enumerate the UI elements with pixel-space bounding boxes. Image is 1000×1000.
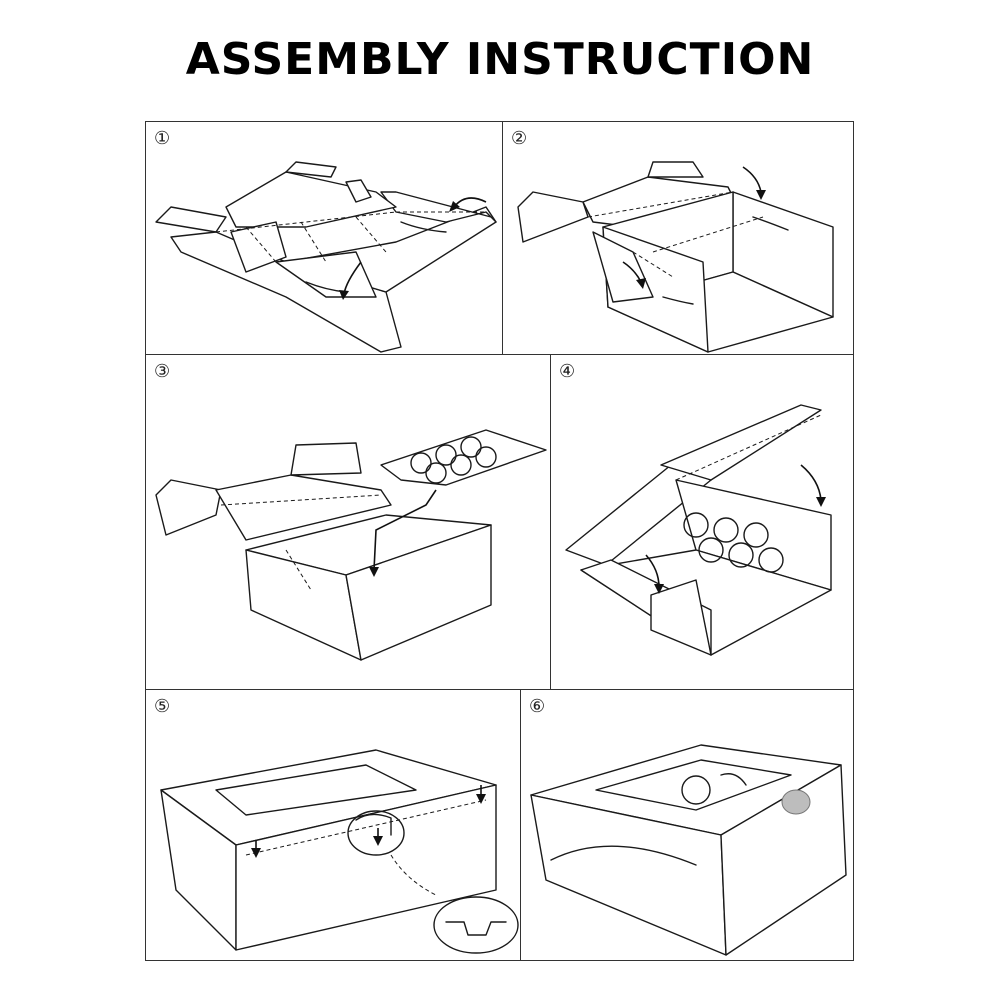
step-3-illustration <box>146 355 550 689</box>
step-2-panel: ② <box>502 121 854 355</box>
step-1-number: ① <box>154 128 171 149</box>
step-1-panel: ① <box>145 121 503 355</box>
page-title: ASSEMBLY INSTRUCTION <box>185 34 815 85</box>
step-5-illustration <box>146 690 520 960</box>
step-1-illustration <box>146 122 502 354</box>
step-4-panel: ④ <box>550 354 854 690</box>
step-2-number: ② <box>511 128 528 149</box>
step-4-illustration <box>551 355 853 689</box>
step-2-illustration <box>503 122 853 354</box>
step-6-illustration <box>521 690 853 960</box>
step-5-panel: ⑤ <box>145 689 521 961</box>
step-4-number: ④ <box>559 361 576 382</box>
step-3-number: ③ <box>154 361 171 382</box>
step-6-number: ⑥ <box>529 696 546 717</box>
step-3-panel: ③ <box>145 354 551 690</box>
step-6-panel: ⑥ <box>520 689 854 961</box>
step-5-number: ⑤ <box>154 696 171 717</box>
